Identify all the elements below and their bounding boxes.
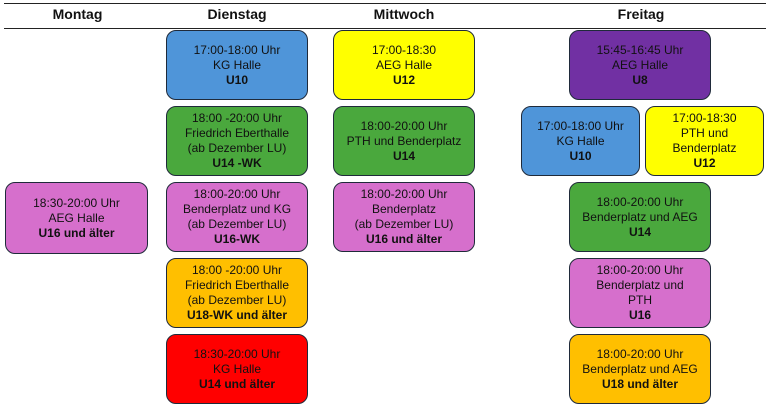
day-header-freitag: Freitag	[617, 6, 665, 22]
session-card-mittwoch-1: 17:00-18:30 AEG Halle U12	[333, 30, 475, 100]
session-time: 18:00-20:00 Uhr	[596, 194, 684, 209]
session-note: (ab Dezember LU)	[187, 293, 287, 307]
session-place: KG Halle	[212, 57, 262, 72]
session-group: U16-WK	[213, 232, 260, 246]
session-card-freitag-2: 17:00-18:00 Uhr KG Halle U10	[521, 106, 640, 176]
session-place: Benderplatz	[371, 202, 437, 216]
session-card-dienstag-1: 17:00-18:00 Uhr KG Halle U10	[166, 30, 308, 100]
day-header-montag: Montag	[52, 6, 103, 22]
session-time: 18:30-20:00 Uhr	[193, 346, 281, 361]
session-group: U12	[693, 156, 716, 170]
session-note: (ab Dezember LU)	[187, 217, 287, 231]
header-underline	[4, 28, 766, 29]
session-note: PTH	[628, 293, 652, 307]
session-card-dienstag-3: 18:00-20:00 Uhr Benderplatz und KG (ab D…	[166, 182, 308, 252]
session-card-mittwoch-3: 18:00-20:00 Uhr Benderplatz (ab Dezember…	[333, 182, 475, 252]
session-group: U16	[628, 308, 651, 322]
session-place: AEG Halle	[375, 57, 433, 72]
session-place: Benderplatz und AEG	[582, 209, 698, 224]
session-place: Benderplatz und AEG	[582, 361, 698, 376]
session-time: 17:00-18:30	[371, 42, 437, 57]
session-place: KG Halle	[556, 133, 605, 148]
header-divider	[4, 3, 766, 4]
session-card-mittwoch-2: 18:00-20:00 Uhr PTH und Benderplatz U14	[333, 106, 475, 176]
session-note: (ab Dezember LU)	[354, 217, 454, 231]
session-time: 17:00-18:30	[672, 111, 737, 125]
session-card-dienstag-4: 18:00 -20:00 Uhr Friedrich Eberthalle (a…	[166, 258, 308, 328]
session-group: U12	[392, 72, 415, 87]
session-card-freitag-4: 18:00-20:00 Uhr Benderplatz und AEG U14	[569, 182, 711, 252]
session-group: U14	[392, 148, 415, 163]
day-header-dienstag: Dienstag	[207, 6, 267, 22]
session-place: Benderplatz und KG	[182, 202, 292, 216]
session-place: PTH und	[680, 126, 729, 140]
session-group: U18-WK und älter	[186, 308, 287, 322]
session-group: U16 und älter	[365, 232, 443, 246]
session-note: Benderplatz	[672, 141, 737, 155]
session-time: 18:30-20:00 Uhr	[33, 195, 120, 210]
session-time: 18:00 -20:00 Uhr	[191, 263, 283, 277]
session-card-freitag-5: 18:00-20:00 Uhr Benderplatz und PTH U16	[569, 258, 711, 328]
session-place: Benderplatz und	[596, 278, 684, 292]
session-place: KG Halle	[212, 361, 262, 376]
session-group: U18 und älter	[601, 376, 679, 391]
session-place: AEG Halle	[48, 210, 105, 225]
session-group: U10	[569, 148, 592, 163]
session-card-montag-1: 18:30-20:00 Uhr AEG Halle U16 und älter	[5, 182, 148, 254]
session-time: 18:00-20:00 Uhr	[193, 187, 281, 201]
session-time: 17:00-18:00 Uhr	[193, 42, 281, 57]
session-group: U10	[225, 72, 248, 87]
session-time: 17:00-18:00 Uhr	[537, 118, 624, 133]
session-time: 18:00-20:00 Uhr	[596, 263, 684, 277]
session-time: 18:00 -20:00 Uhr	[191, 111, 283, 125]
session-note: (ab Dezember LU)	[187, 141, 287, 155]
session-card-freitag-1: 15:45-16:45 Uhr AEG Halle U8	[569, 30, 711, 100]
session-place: AEG Halle	[611, 57, 669, 72]
session-place: PTH und Benderplatz	[346, 133, 462, 148]
session-card-freitag-6: 18:00-20:00 Uhr Benderplatz und AEG U18 …	[569, 334, 711, 404]
session-group: U14 und älter	[198, 376, 276, 391]
session-time: 18:00-20:00 Uhr	[360, 187, 448, 201]
session-time: 18:00-20:00 Uhr	[360, 118, 448, 133]
session-time: 18:00-20:00 Uhr	[596, 346, 684, 361]
session-card-dienstag-2: 18:00 -20:00 Uhr Friedrich Eberthalle (a…	[166, 106, 308, 176]
session-card-freitag-3: 17:00-18:30 PTH und Benderplatz U12	[645, 106, 764, 176]
session-group: U8	[632, 72, 648, 87]
session-group: U16 und älter	[38, 225, 115, 240]
day-header-mittwoch: Mittwoch	[373, 6, 435, 22]
session-place: Friedrich Eberthalle	[184, 126, 290, 140]
session-place: Friedrich Eberthalle	[184, 278, 290, 292]
session-card-dienstag-5: 18:30-20:00 Uhr KG Halle U14 und älter	[166, 334, 308, 404]
session-time: 15:45-16:45 Uhr	[596, 42, 684, 57]
session-group: U14	[628, 224, 651, 239]
session-group: U14 -WK	[212, 156, 262, 170]
